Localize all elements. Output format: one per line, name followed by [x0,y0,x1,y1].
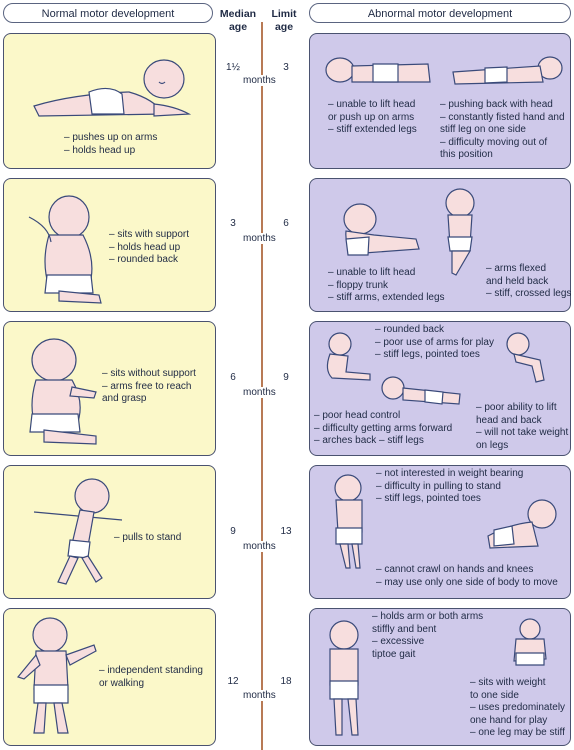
abnormal-panel-row4: – not interested in weight bearing– diff… [309,465,571,599]
abnormal-text-row4-a: – not interested in weight bearing– diff… [376,468,524,504]
abnormal-panel-row2: – unable to lift head– floppy trunk– sti… [309,178,571,312]
limit-age-row1: 3 [283,62,289,73]
baby-held-crossed-legs-figure [445,188,475,276]
limit-age-row4: 13 [280,526,292,537]
median-age-row3: 6 [230,372,236,383]
median-age-row4: 9 [230,526,236,537]
timeline-line [261,22,263,750]
months-label-row2: months [241,233,278,244]
median-age-row2: 3 [230,218,236,229]
months-label-row3: months [241,387,278,398]
abnormal-text-row4-b: – cannot crawl on hands and knees– may u… [376,564,558,588]
abnormal-header: Abnormal motor development [309,3,571,23]
baby-standing-walking-figure [16,617,97,734]
baby-tiptoe-figure [329,620,359,736]
baby-sitting-unsupported-figure [29,338,97,445]
abnormal-text-row3-a: – rounded back– poor use of arms for pla… [375,324,494,360]
months-label-row1: months [241,75,278,86]
baby-stiff-legs-standing-figure [506,332,545,383]
normal-text-row3: – sits without support– arms free to rea… [102,368,196,404]
baby-prone-stiff-figure [325,57,431,83]
baby-prone-poor-head-control-figure [381,376,461,405]
baby-pulling-to-stand-figure [33,478,123,585]
baby-arching-figure [452,56,563,85]
months-label-row4: months [241,541,278,552]
baby-floppy-figure [343,203,420,256]
abnormal-text-row1-b: – pushing back with head– constantly fis… [440,99,565,160]
baby-sitting-sideways-figure [513,618,547,666]
limit-age-row3: 9 [283,372,289,383]
limit-age-row2: 6 [283,218,289,229]
baby-commando-crawl-figure [487,499,557,549]
median-age-row1: 1½ [226,62,240,73]
normal-panel-row1: – pushes up on arms– holds head up [3,33,216,169]
normal-text-row1: – pushes up on arms– holds head up [64,132,158,156]
median-age-row5: 12 [227,676,239,687]
limit-age-row5: 18 [280,676,292,687]
normal-panel-row3: – sits without support– arms free to rea… [3,321,216,456]
baby-held-standing-figure [334,474,363,569]
baby-prone-pushing-up-figure [33,59,192,117]
normal-text-row4: – pulls to stand [114,532,182,543]
abnormal-text-row2-a: – unable to lift head– floppy trunk– sti… [328,267,445,303]
normal-header: Normal motor development [3,3,213,23]
abnormal-text-row3-b: – poor head control– difficulty getting … [314,410,453,446]
normal-panel-row4: – pulls to stand [3,465,216,599]
baby-rounded-back-figure [326,332,371,381]
months-label-row5: months [241,690,278,701]
normal-panel-row2: – sits with support– holds head up– roun… [3,178,216,312]
abnormal-panel-row3: – rounded back– poor use of arms for pla… [309,321,571,456]
baby-sitting-supported-figure [28,195,102,304]
normal-text-row2: – sits with support– holds head up– roun… [109,229,190,265]
